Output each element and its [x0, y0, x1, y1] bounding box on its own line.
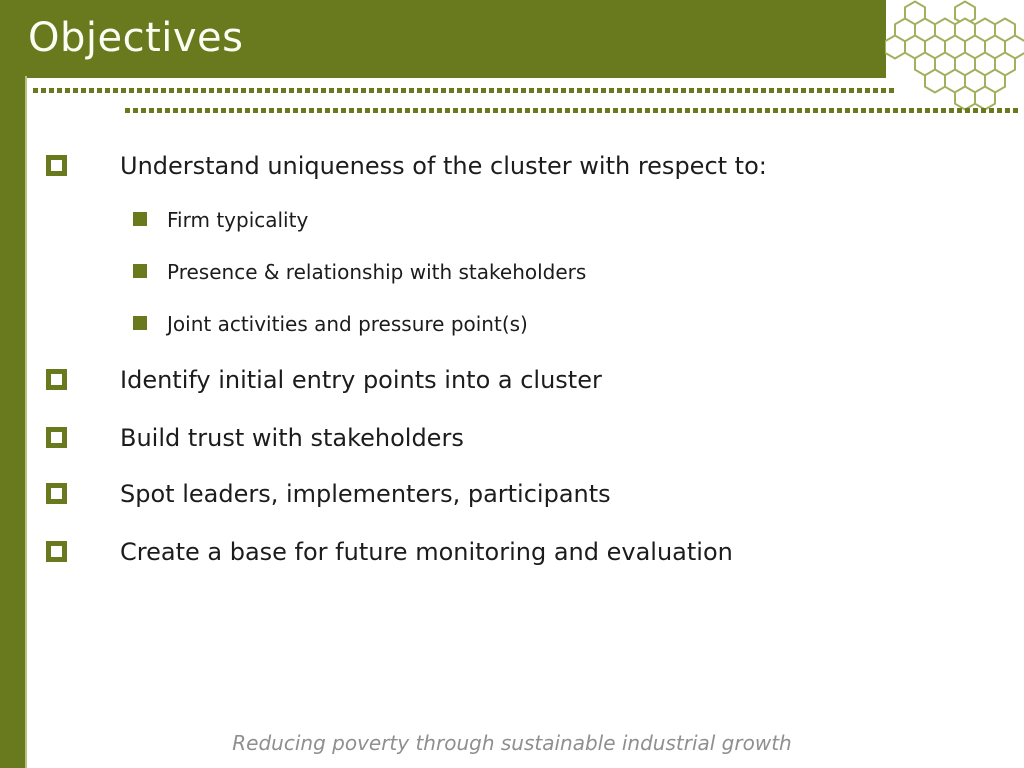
list-item-text: Identify initial entry points into a clu…	[120, 366, 602, 394]
open-square-bullet-icon	[46, 427, 67, 448]
open-square-bullet-icon	[46, 155, 67, 176]
filled-square-bullet-icon	[133, 212, 147, 226]
hexagon-cell	[954, 85, 976, 111]
open-square-bullet-icon	[46, 369, 67, 390]
list-item-text: Joint activities and pressure point(s)	[167, 312, 528, 336]
header-bar	[0, 0, 886, 78]
list-item-text: Spot leaders, implementers, participants	[120, 480, 611, 508]
list-item-text: Create a base for future monitoring and …	[120, 538, 733, 566]
dotted-divider-bottom	[125, 108, 1018, 113]
open-square-bullet-icon	[46, 541, 67, 562]
hexagon-cell	[924, 68, 946, 94]
honeycomb-graphic	[885, 0, 1024, 111]
hexagon-cell	[974, 85, 996, 111]
open-square-bullet-icon	[46, 483, 67, 504]
list-item-text: Presence & relationship with stakeholder…	[167, 260, 587, 284]
filled-square-bullet-icon	[133, 264, 147, 278]
dotted-divider-top	[33, 88, 897, 93]
list-item-text: Build trust with stakeholders	[120, 424, 464, 452]
slide-title: Objectives	[28, 15, 244, 61]
filled-square-bullet-icon	[133, 316, 147, 330]
list-item-text: Firm typicality	[167, 208, 309, 232]
left-accent-strip	[0, 0, 25, 768]
list-item-text: Understand uniqueness of the cluster wit…	[120, 152, 767, 180]
hexagon-cell	[885, 34, 906, 60]
footer-tagline: Reducing poverty through sustainable ind…	[232, 731, 792, 755]
left-strip-edge-line	[25, 76, 27, 768]
